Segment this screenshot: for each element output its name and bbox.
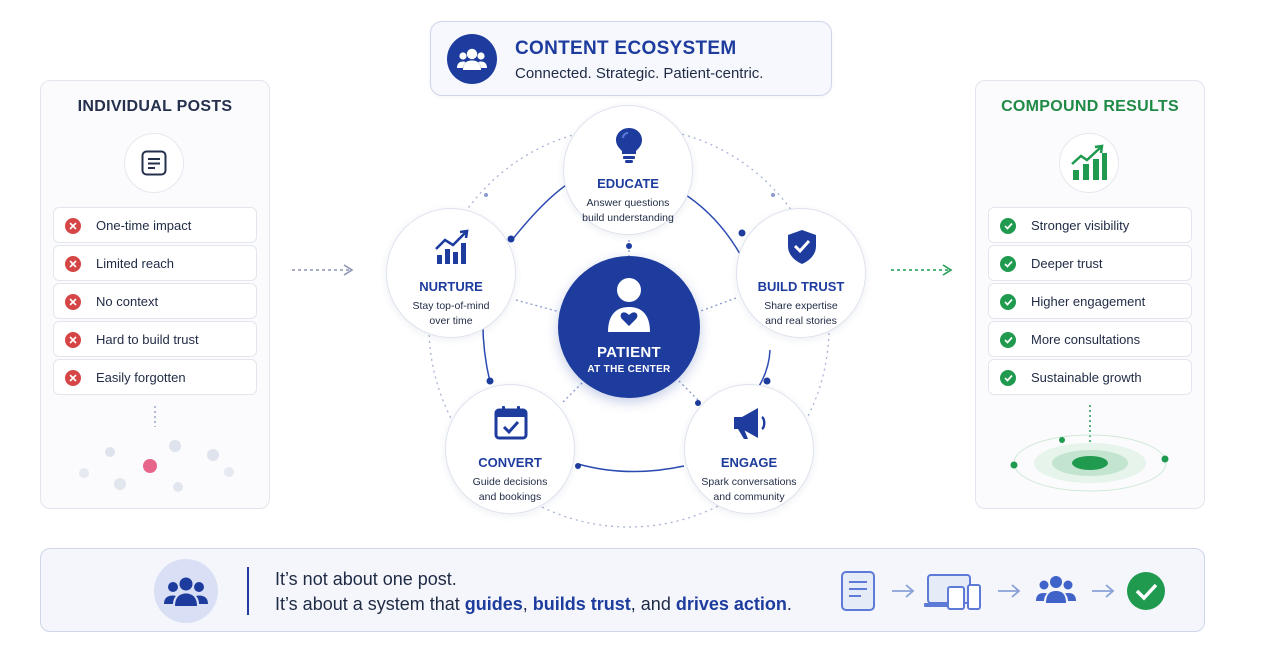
- node-title: BUILD TRUST: [757, 279, 845, 294]
- list-item: More consultations: [988, 321, 1192, 357]
- header-subtitle: Connected. Strategic. Patient-centric.: [515, 65, 764, 82]
- highlight-drives-action: drives action: [675, 594, 787, 614]
- list-item-label: No context: [96, 294, 159, 309]
- check-circle-icon: [1000, 256, 1016, 272]
- banner-message: It’s about a system that guides, builds …: [275, 594, 792, 615]
- target-ripple-graphic: [1010, 405, 1169, 492]
- node-description: Answer questions: [586, 197, 670, 209]
- center-subtitle: AT THE CENTER: [587, 364, 671, 375]
- list-item-label: More consultations: [1031, 332, 1141, 347]
- megaphone-icon: [734, 408, 766, 439]
- check-circle-icon: [1127, 572, 1165, 610]
- scattered-dots-graphic: [79, 406, 234, 492]
- node-description: Share expertise: [764, 300, 838, 312]
- node-title: NURTURE: [419, 279, 483, 294]
- patient-center: PATIENT AT THE CENTER: [558, 256, 700, 398]
- arrow-right-icon: [998, 584, 1021, 598]
- banner-separator: ,: [522, 594, 533, 614]
- node-nurture: NURTURE Stay top-of-mind over time: [386, 208, 516, 338]
- node-description: Guide decisions: [472, 476, 548, 488]
- center-title: PATIENT: [596, 344, 662, 361]
- list-item: Sustainable growth: [988, 359, 1192, 395]
- list-item-label: Easily forgotten: [96, 370, 186, 385]
- node-educate: EDUCATE Answer questions build understan…: [563, 105, 693, 235]
- list-item-label: Sustainable growth: [1031, 370, 1142, 385]
- banner-separator: , and: [630, 594, 676, 614]
- x-circle-icon: [65, 294, 81, 310]
- node-description: Spark conversations: [701, 476, 797, 488]
- lightbulb-icon: [616, 128, 642, 163]
- banner-message-text: It’s about a system that: [275, 594, 465, 614]
- node-description: and community: [713, 491, 785, 503]
- node-title: EDUCATE: [597, 176, 659, 191]
- panel-title: INDIVIDUAL POSTS: [77, 98, 233, 115]
- flow-graphic: [841, 571, 1165, 611]
- x-circle-icon: [65, 218, 81, 234]
- devices-icon: [924, 574, 981, 610]
- bar-growth-icon: [435, 229, 469, 264]
- node-description: and bookings: [478, 491, 542, 503]
- banner-period: .: [786, 594, 792, 614]
- check-circle-icon: [1000, 218, 1016, 234]
- node-engage: ENGAGE Spark conversations and community: [684, 384, 814, 514]
- node-description: Stay top-of-mind: [412, 300, 490, 312]
- people-icon: [154, 559, 218, 623]
- document-icon: [841, 571, 875, 611]
- node-description: build understanding: [582, 212, 674, 224]
- list-item: No context: [53, 283, 257, 319]
- arrow-right-icon: [1092, 584, 1115, 598]
- individual-posts-panel: INDIVIDUAL POSTS One-time impact Limited…: [40, 80, 270, 509]
- highlight-builds-trust: builds trust: [532, 594, 631, 614]
- list-item-label: Stronger visibility: [1031, 218, 1130, 233]
- document-icon: [124, 133, 184, 193]
- arrow-right-icon: [292, 264, 354, 276]
- x-circle-icon: [65, 370, 81, 386]
- node-title: ENGAGE: [720, 455, 778, 470]
- highlight-guides: guides: [464, 594, 523, 614]
- list-item: Hard to build trust: [53, 321, 257, 357]
- header-card: CONTENT ECOSYSTEM Connected. Strategic. …: [430, 21, 832, 96]
- shield-check-icon: [788, 230, 816, 264]
- node-description: over time: [429, 315, 473, 327]
- ecosystem-diagram: EDUCATE Answer questions build understan…: [378, 100, 878, 530]
- people-icon: [447, 34, 497, 84]
- list-item: One-time impact: [53, 207, 257, 243]
- list-item: Deeper trust: [988, 245, 1192, 281]
- arrow-right-icon: [892, 584, 915, 598]
- people-icon: [1036, 576, 1076, 603]
- check-circle-icon: [1000, 294, 1016, 310]
- list-item-label: One-time impact: [96, 218, 192, 233]
- list-item-label: Deeper trust: [1031, 256, 1103, 271]
- list-item-label: Limited reach: [96, 256, 175, 271]
- header-title: CONTENT ECOSYSTEM: [515, 38, 737, 59]
- list-item: Limited reach: [53, 245, 257, 281]
- x-circle-icon: [65, 256, 81, 272]
- check-circle-icon: [1000, 370, 1016, 386]
- list-item: Stronger visibility: [988, 207, 1192, 243]
- bottom-banner: It’s not about one post. It’s about a sy…: [40, 548, 1205, 632]
- panel-title: COMPOUND RESULTS: [1001, 98, 1179, 115]
- node-build-trust: BUILD TRUST Share expertise and real sto…: [736, 208, 866, 338]
- banner-headline: It’s not about one post.: [275, 569, 457, 589]
- list-item: Higher engagement: [988, 283, 1192, 319]
- node-convert: CONVERT Guide decisions and bookings: [445, 384, 575, 514]
- growth-chart-icon: [1059, 133, 1119, 193]
- calendar-check-icon: [494, 406, 528, 440]
- list-item-label: Higher engagement: [1031, 294, 1146, 309]
- compound-results-panel: COMPOUND RESULTS Stronger visibility Dee…: [975, 80, 1205, 509]
- arrow-right-icon: [891, 264, 953, 276]
- x-circle-icon: [65, 332, 81, 348]
- list-item: Easily forgotten: [53, 359, 257, 395]
- patient-heart-icon: [608, 278, 650, 332]
- list-item-label: Hard to build trust: [96, 332, 199, 347]
- node-description: and real stories: [765, 315, 837, 327]
- divider: [247, 567, 249, 615]
- node-title: CONVERT: [478, 455, 542, 470]
- check-circle-icon: [1000, 332, 1016, 348]
